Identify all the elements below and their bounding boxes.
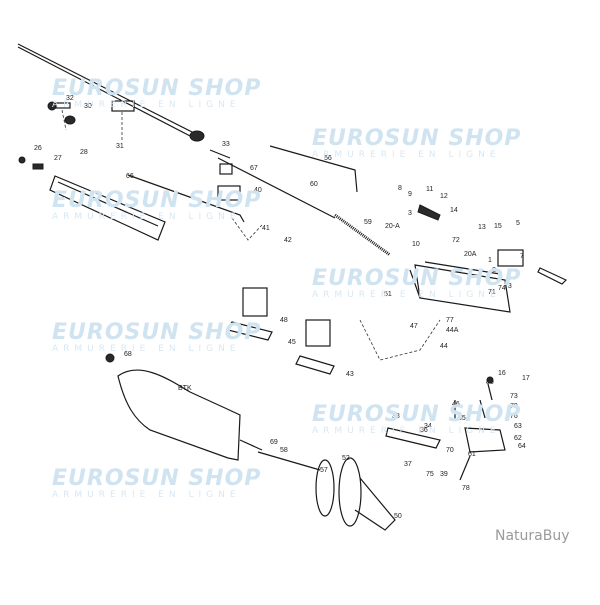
part-number-label: 75 [426,471,434,478]
part-number-label: 66 [126,173,134,180]
part-number-label: 37 [404,461,412,468]
part-number-label: 38 [392,413,400,420]
part-number-label: 42 [284,237,292,244]
part-number-label: 50 [394,513,402,520]
part-number-label: 44 [440,343,448,350]
part-number-label: 52 [342,455,350,462]
part-number-label: 56 [324,155,332,162]
front-sight-parts [47,100,135,140]
part-number-label: 15 [494,223,502,230]
part-number-label: 51 [384,291,392,298]
part-number-label: 12 [440,193,448,200]
part-number-label: 70 [446,447,454,454]
recoil-pads [315,457,396,531]
part-number-label: 45 [288,339,296,346]
part-number-label: 59 [364,219,372,226]
part-number-label: 69 [270,439,278,446]
stock [105,353,321,471]
part-number-label: 11 [426,186,433,193]
part-number-label: 35 [458,415,466,422]
part-number-label: 17 [522,375,530,382]
part-number-label: 41 [262,225,270,232]
part-number-label: 48 [280,317,288,324]
part-number-label: 34 [424,423,432,430]
part-number-label: 13 [478,224,486,231]
part-number-label: 8 [398,185,402,192]
part-number-label: 61 [468,451,476,458]
part-number-label: 77 [446,317,454,324]
part-number-label: 16 [498,370,506,377]
part-number-label: 28 [80,149,88,156]
naturabuy-logo: NaturaBuy [495,528,570,544]
part-number-label: 44A [446,327,459,334]
part-number-label: 36 [420,427,428,434]
barrel [17,43,205,142]
receiver [359,204,568,361]
part-number-label: 7 [520,253,524,260]
part-number-label: 20-A [385,223,400,230]
part-number-label: 72 [452,237,460,244]
part-number-label: 78 [462,485,470,492]
part-number-label: 10 [412,241,420,248]
part-number-label: 40 [254,187,262,194]
part-number-label: 73 [510,393,518,400]
trigger-group [385,376,506,481]
part-number-label: 27 [54,155,62,162]
part-number-label: 9 [408,191,412,198]
part-number-label: 73 [504,283,512,290]
part-number-label: 47 [410,323,418,330]
part-number-label: 80 [486,379,494,386]
part-number-label: 1 [488,257,492,264]
part-number-label: 3 [408,210,412,217]
part-number-label: 74 [498,285,506,292]
part-number-label: 79 [510,403,518,410]
part-number-label: 71 [488,289,496,296]
rods [127,145,391,257]
part-number-label: 33 [222,141,230,148]
part-number-label: 43 [346,371,354,378]
part-number-label: 62 [514,435,522,442]
part-number-label: 57 [320,467,328,474]
part-number-label: 64 [518,443,526,450]
part-number-label: 20A [464,251,477,258]
part-number-label: 58 [280,447,288,454]
part-number-label: 46 [452,401,460,408]
part-number-label: 2 [492,267,496,274]
part-number-label: 5 [516,220,520,227]
part-number-label: 30 [84,103,92,110]
part-number-label: 39 [440,471,448,478]
part-number-label: 67 [250,165,258,172]
part-number-label: 68 [124,351,132,358]
part-number-label: 32 [66,95,74,102]
part-number-label: 63 [514,423,522,430]
magazines [227,287,335,375]
part-number-label: 60 [310,181,318,188]
part-number-label: 26 [34,145,42,152]
forend [18,156,166,241]
part-number-label: 14 [450,207,458,214]
part-number-label: 76 [510,413,518,420]
stock-label: BTK [178,385,192,392]
part-number-label: 31 [116,143,124,150]
